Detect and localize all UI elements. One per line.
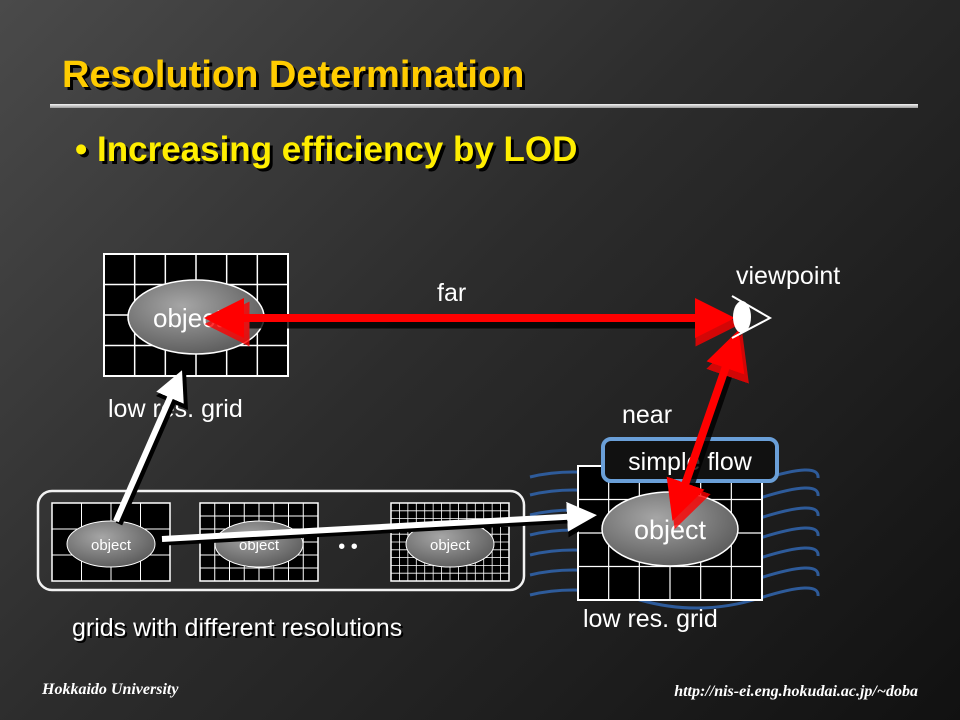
grid-coarse: object (51, 502, 171, 582)
grid-object-label-3: object (430, 537, 471, 554)
eye-icon (731, 295, 773, 339)
arrow-to-top-grid (113, 370, 184, 523)
right-grid: object (577, 465, 763, 601)
grid-fine: object (390, 502, 510, 582)
viewpoint-label: viewpoint (736, 262, 840, 290)
grid-ellipsis: • • (338, 536, 358, 558)
arrow-to-right-grid (161, 501, 597, 542)
distance-arrows (204, 298, 749, 530)
bullet-text: Increasing efficiency by LOD (97, 130, 578, 169)
grid-group: object object • • object (36, 489, 526, 592)
slide-title: Resolution Determination (62, 54, 525, 96)
bullet-marker: • (75, 130, 88, 169)
right-grid-caption: low res. grid (583, 605, 718, 633)
near-arrow (666, 330, 745, 521)
bullet-item: • Increasing efficiency by LOD (75, 130, 577, 170)
grid-object-label-1: object (91, 537, 132, 554)
grid-object-label-2: object (239, 537, 280, 554)
grid-group-caption: grids with different resolutions (72, 614, 402, 642)
footer-url[interactable]: http://nis-ei.eng.hokudai.ac.jp/~doba (674, 683, 918, 700)
near-label: near (622, 401, 672, 429)
top-object-label: object (153, 303, 223, 333)
footer-institution: Hokkaido University (42, 681, 179, 698)
title-divider (50, 104, 918, 108)
right-object-label: object (634, 515, 707, 545)
selection-arrows (113, 370, 603, 546)
far-label: far (437, 279, 466, 307)
